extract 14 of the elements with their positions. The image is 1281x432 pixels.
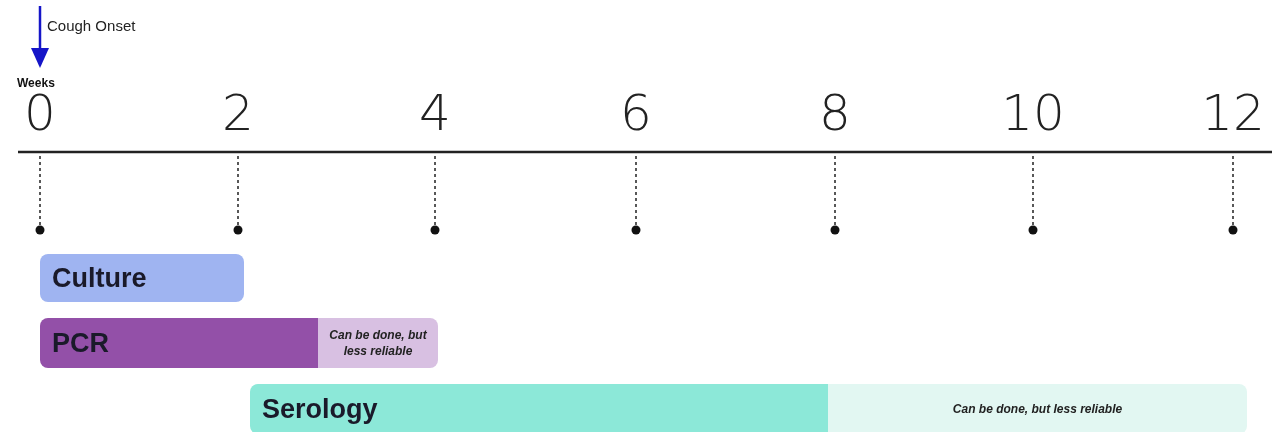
annotation-text: Cough Onset	[47, 18, 136, 33]
test-bar: Culture	[40, 254, 244, 302]
tick-label: 8	[818, 88, 852, 138]
tick-label: 0	[24, 88, 57, 138]
tick-label: 10	[1000, 88, 1066, 138]
tick-label: 12	[1200, 88, 1266, 138]
tick-label: 6	[619, 88, 653, 138]
note-bar: Can be done, but less reliable	[828, 384, 1247, 432]
tick-label: 2	[221, 88, 255, 138]
tick-label: 4	[418, 88, 452, 138]
test-bar: Serology	[250, 384, 828, 432]
axis-title: Weeks	[17, 77, 55, 89]
test-bar: PCR	[40, 318, 318, 368]
note-bar: Can be done, but less reliable	[318, 318, 438, 368]
